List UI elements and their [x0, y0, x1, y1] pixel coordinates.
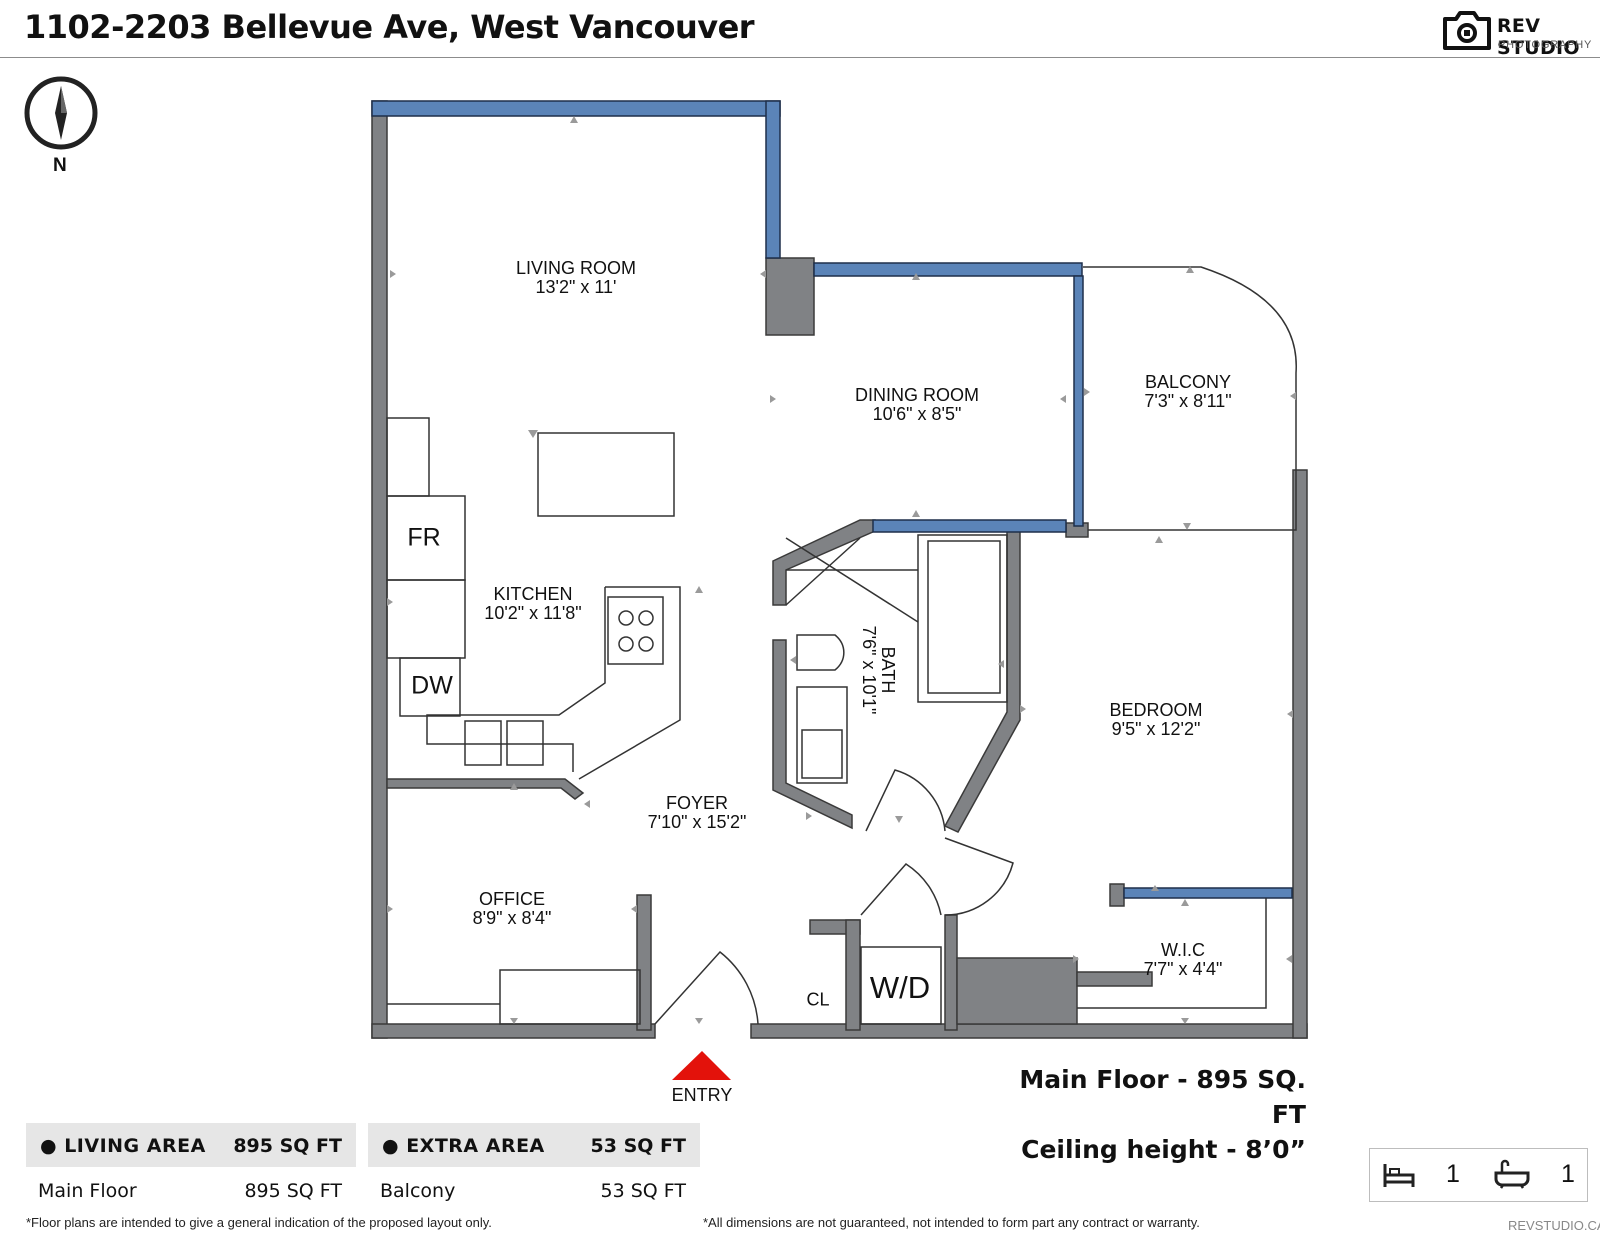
room-name: BALCONY: [1144, 372, 1232, 392]
room-label-bedroom: BEDROOM 9'5" x 12'2": [1109, 701, 1202, 739]
extra-area-table: ● EXTRA AREA 53 SQ FT Balcony 53 SQ FT: [368, 1123, 700, 1213]
room-dims: 7'7" x 4'4": [1143, 959, 1223, 979]
exterior-walls: [371, 100, 1308, 1039]
brand-subtitle: PHOTOGRAPHY: [1498, 39, 1593, 51]
compass-label: N: [53, 155, 67, 176]
brand-name: REV STUDIO: [1497, 15, 1580, 59]
ceiling-height-text: Ceiling height - 8’0”: [1021, 1135, 1306, 1164]
room-dims: 8'9" x 8'4": [472, 908, 552, 928]
page-title: 1102-2203 Bellevue Ave, West Vancouver: [24, 8, 755, 46]
fixtures: [386, 266, 1297, 1025]
camera-icon: [1443, 11, 1491, 50]
brand-logo: REV STUDIO PHOTOGRAPHY: [1442, 9, 1593, 59]
table-header: [26, 1123, 356, 1167]
room-name: DINING ROOM: [855, 385, 979, 405]
living-area-table: ● LIVING AREA 895 SQ FT Main Floor 895 S…: [26, 1123, 356, 1213]
room-name: FOYER: [665, 793, 728, 813]
room-name: OFFICE: [478, 889, 545, 909]
table-header: [368, 1123, 700, 1167]
floor-area-text: Main Floor - 895 SQ. FT: [1019, 1065, 1306, 1129]
room-label-kitchen: KITCHEN 10'2" x 11'8": [484, 585, 581, 623]
room-name: W.I.C: [1160, 940, 1205, 960]
room-label-bath: BATH 7'6" x 10'1": [859, 625, 898, 715]
room-label-foyer: FOYER 7'10" x 15'2": [648, 794, 747, 832]
dimension-markers: [387, 116, 1296, 1024]
bathroom-count: 1: [1561, 1160, 1575, 1188]
table-row-value: 53 SQ FT: [600, 1180, 686, 1202]
room-label-office: OFFICE 8'9" x 8'4": [473, 890, 552, 928]
closet-label: CL: [806, 989, 830, 1010]
entry-arrow-icon: [672, 1051, 731, 1080]
compass-icon: [24, 76, 98, 150]
dishwasher-label: DW: [411, 671, 453, 700]
table-row-label: Main Floor: [38, 1180, 137, 1202]
room-dims: 13'2" x 11': [535, 277, 617, 297]
washer-dryer-label: W/D: [869, 970, 931, 1005]
table-header-total: 53 SQ FT: [590, 1135, 686, 1157]
table-header-label: ● EXTRA AREA: [382, 1135, 545, 1157]
area-summary: Main Floor - 895 SQ. FT Ceiling height -…: [1006, 1062, 1306, 1167]
room-dims: 10'2" x 11'8": [484, 603, 582, 623]
header-divider: [0, 57, 1600, 58]
room-dims: 9'5" x 12'2": [1111, 719, 1201, 739]
room-dims: 10'6" x 8'5": [872, 404, 962, 424]
website-label: REVSTUDIO.CA: [1508, 1218, 1600, 1233]
disclaimer-right: *All dimensions are not guaranteed, not …: [703, 1215, 1200, 1230]
room-dims: 7'10" x 15'2": [647, 812, 747, 832]
room-label-balcony: BALCONY 7'3" x 8'11": [1144, 373, 1231, 411]
room-name: BATH: [878, 646, 898, 694]
entry-label: ENTRY: [671, 1085, 733, 1105]
table-header-label: ● LIVING AREA: [40, 1135, 206, 1157]
disclaimer-left: *Floor plans are intended to give a gene…: [26, 1215, 492, 1230]
fridge-label: FR: [407, 523, 441, 552]
room-label-dining: DINING ROOM 10'6" x 8'5": [855, 386, 979, 424]
bedroom-count: 1: [1446, 1160, 1460, 1188]
room-name: BEDROOM: [1109, 700, 1203, 720]
bathtub-icon: [1494, 1159, 1530, 1189]
room-label-wic: W.I.C 7'7" x 4'4": [1144, 941, 1223, 979]
room-counts: 1 1: [1369, 1148, 1588, 1202]
table-header-total: 895 SQ FT: [233, 1135, 342, 1157]
room-name: LIVING ROOM: [515, 258, 637, 278]
bed-icon: [1383, 1164, 1415, 1187]
room-name: KITCHEN: [493, 584, 573, 604]
table-row-label: Balcony: [380, 1180, 456, 1202]
room-dims: 7'3" x 8'11": [1144, 391, 1232, 411]
windows: [371, 100, 1293, 899]
room-dims: 7'6" x 10'1": [859, 625, 879, 715]
table-row-value: 895 SQ FT: [244, 1180, 342, 1202]
room-label-living: LIVING ROOM 13'2" x 11': [516, 259, 636, 297]
